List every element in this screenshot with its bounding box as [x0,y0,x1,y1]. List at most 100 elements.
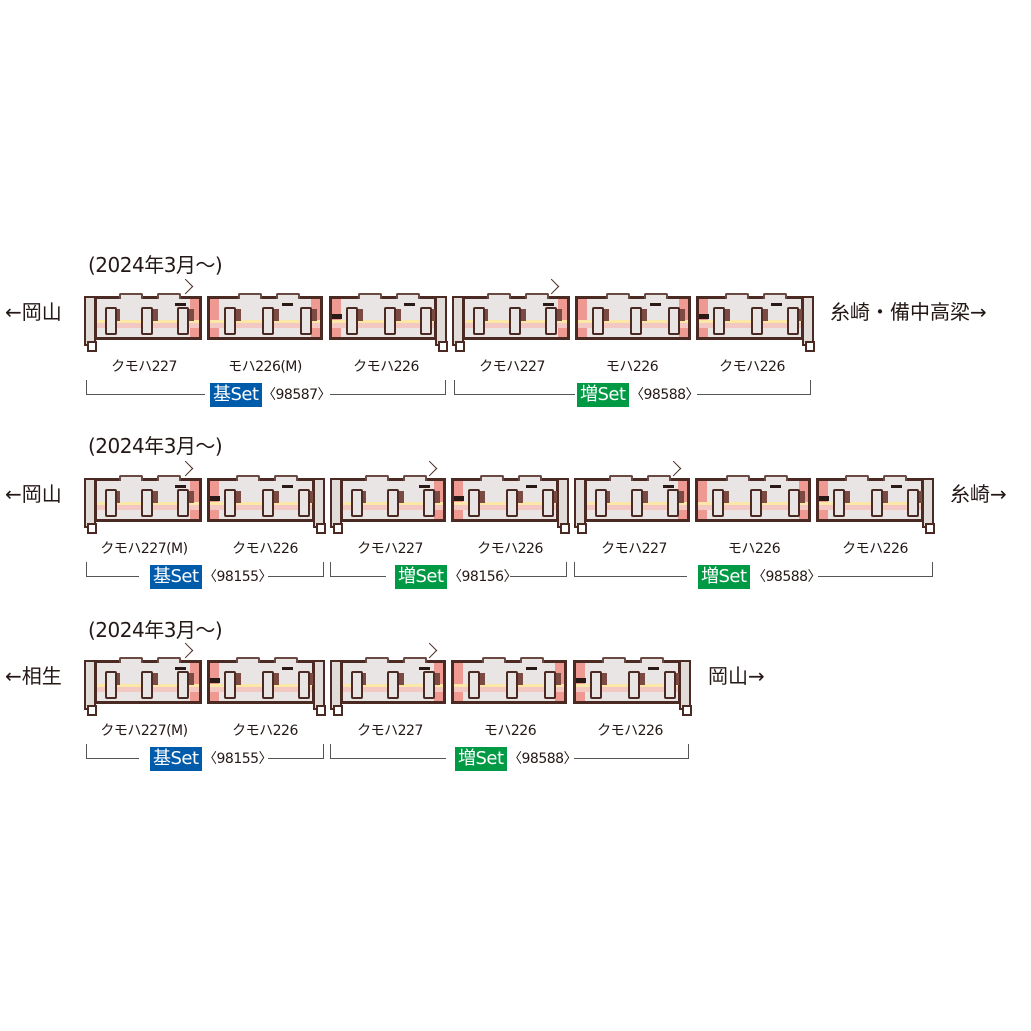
cab-end [679,660,692,716]
roof-unit-icon [274,475,298,481]
roof-unit-icon [606,293,630,299]
door-shade-icon [234,309,241,321]
set-bracket [574,562,687,577]
body-stripe [576,687,678,692]
car-detail [576,678,586,683]
car-label: クモハ226 [232,723,298,739]
car-label: クモハ227 [479,359,545,375]
addon-set-badge: 増Set [395,565,447,589]
left-destination: ←相生 [5,664,62,688]
door-shade-icon [433,491,440,503]
window-icon [871,489,883,517]
window-icon [544,671,556,699]
left-destination: ←岡山 [5,300,62,324]
car-label: クモハ226 [232,541,298,557]
door-shade-icon [308,673,315,685]
door-shade-icon [723,309,730,321]
window-icon [506,671,518,699]
roof-unit-icon [403,657,427,663]
window-icon [468,671,480,699]
window-icon [592,307,604,335]
set-bracket [268,744,324,759]
addon-set-badge: 増Set [577,383,629,407]
car-label: モハ226(M) [228,359,302,375]
roof-unit-icon [726,475,750,481]
door-shade-icon [234,673,241,685]
door-shade-icon [638,673,645,685]
door-shade-icon [187,491,194,503]
set-bracket [330,380,446,395]
window-icon [141,671,153,699]
period-label: (2024年3月〜) [88,618,223,642]
window-icon [141,489,153,517]
train-car [451,657,567,704]
coupler [925,523,935,534]
window-icon [387,671,399,699]
train-car [695,475,811,522]
roof-unit-icon [644,293,668,299]
window-icon [105,307,117,335]
roof-unit-icon [763,293,787,299]
pantograph-icon [421,642,438,659]
vent-icon [404,303,415,306]
vent-icon [526,667,537,670]
window-icon [298,671,310,699]
door-shade-icon [722,491,729,503]
train-car [207,293,323,340]
vent-icon [175,667,186,670]
vent-icon [771,303,782,306]
car-detail [699,314,709,319]
body-stripe [210,684,312,687]
window-icon [224,671,236,699]
car-detail [210,678,220,683]
door-shade-icon [917,491,924,503]
door-shade-icon [151,491,158,503]
body-stripe [332,320,434,323]
addon-set-badge: 増Set [455,747,507,771]
body-stripe [210,502,312,505]
window-icon [224,489,236,517]
roof-unit-icon [365,475,389,481]
door-shade-icon [602,309,609,321]
door-shade-icon [272,309,279,321]
door-shade-icon [394,309,401,321]
basic-set-badge: 基Set [210,383,262,407]
door-shade-icon [187,673,194,685]
window-icon [177,671,189,699]
set-bracket [574,744,689,759]
door-shade-icon [234,491,241,503]
cab-end [313,660,326,716]
roof-unit-icon [647,475,671,481]
train-car [94,475,202,522]
car-detail [210,496,220,501]
car-label: クモハ226 [719,359,785,375]
set-code: 〈98588〉 [752,569,822,585]
coupler [438,341,448,352]
vent-icon [419,667,430,670]
car-detail [819,496,829,501]
cab-end [435,296,448,352]
set-bracket [86,380,205,395]
window-icon [545,307,557,335]
window-icon [751,307,763,335]
set-bracket [86,562,139,577]
door-shade-icon [881,491,888,503]
window-icon [595,489,607,517]
coupler [805,341,815,352]
door-shade-icon [552,491,559,503]
roof-unit-icon [157,657,181,663]
window-icon [750,489,762,517]
window-icon [667,489,679,517]
car-end-panel [190,663,199,701]
set-bracket [454,380,575,395]
door-shade-icon [151,309,158,321]
vent-icon [175,303,186,306]
window-icon [631,489,643,517]
window-icon [788,489,800,517]
car-label: クモハ227 [357,541,423,557]
right-destination: 糸崎・備中高梁→ [830,300,987,324]
set-bracket [268,562,324,577]
window-icon [590,671,602,699]
pantograph-icon [177,460,194,477]
car-label: クモハ227(M) [100,723,188,739]
